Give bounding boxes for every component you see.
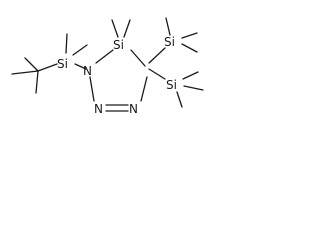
bond-si-ring-me2	[123, 19, 131, 38]
bond-si-methyl-top	[65, 33, 68, 54]
bond-c5-si-right	[148, 68, 166, 80]
bond-tbu-c-me3	[35, 70, 39, 94]
bond-c5-si-top	[148, 47, 166, 64]
bond-si-top-me-right-down	[181, 43, 198, 53]
atom-n4: N	[129, 102, 138, 116]
bond-si-top-me-up	[165, 17, 171, 36]
ring-bonds	[89, 49, 148, 112]
atom-n1: N	[83, 64, 92, 78]
bond-si-right-me-down	[176, 91, 183, 108]
bond-si-n1	[74, 63, 87, 70]
atom-si-right: Si	[166, 78, 177, 92]
atom-n3: N	[94, 102, 103, 116]
bond-tbu-c-me1	[24, 57, 39, 72]
bond-tbu-c-si	[37, 63, 58, 72]
atom-si-tbs: Si	[57, 57, 68, 71]
ring-silicon: Si	[111, 19, 131, 52]
tms-group-top: Si	[148, 17, 198, 64]
tert-butyl-group	[11, 57, 58, 94]
bond-si-right-me-right	[183, 85, 204, 91]
atom-si-top: Si	[164, 35, 175, 49]
bond-si-ring-me1	[111, 19, 119, 38]
structure-canvas: Si Si Si	[0, 0, 225, 128]
tms-group-right: Si	[148, 68, 204, 108]
bond-si-right-me-up	[182, 71, 199, 80]
bond-si-top-me-right-up	[181, 32, 198, 39]
tbs-silyl-group: Si	[57, 33, 88, 71]
bond-tbu-c-me2	[11, 70, 39, 75]
bond-n1-si-ring	[95, 49, 114, 64]
bond-si-methyl-right	[72, 44, 88, 56]
bond-si-ring-c5	[130, 49, 146, 67]
molecule-drawing: Si Si Si	[11, 17, 204, 116]
bond-n1-n2	[89, 76, 95, 102]
bond-n3-c5	[140, 76, 148, 102]
atom-si-ring: Si	[113, 38, 124, 52]
